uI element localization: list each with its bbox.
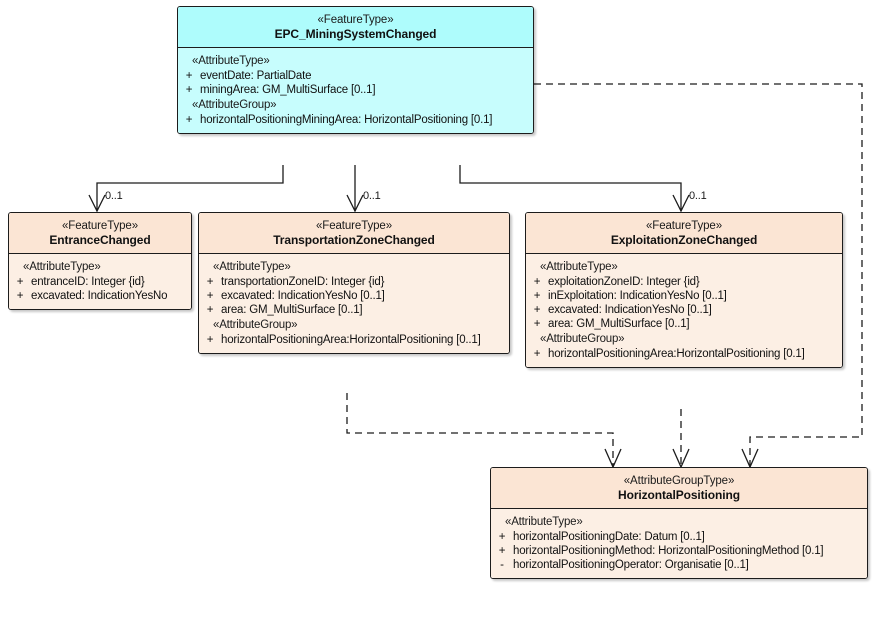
class-name: HorizontalPositioning — [618, 488, 740, 503]
attribute-text: excavated: IndicationYesNo — [31, 290, 168, 303]
attribute-visibility: + — [16, 276, 24, 289]
class-body-transportationzonechanged: «AttributeType» + transportationZoneID: … — [199, 254, 509, 354]
attribute-text: transportationZoneID: Integer {id} — [221, 276, 385, 289]
multiplicity-label-exploitation: 0..1 — [689, 190, 707, 202]
attribute-row[interactable]: + horizontalPositioningMethod: Horizonta… — [491, 544, 867, 558]
attribute-row[interactable]: + excavated: IndicationYesNo — [9, 289, 191, 303]
attribute-visibility: + — [185, 84, 193, 97]
attribute-visibility: + — [206, 290, 214, 303]
connector-mining-to-exploitation — [459, 165, 690, 213]
class-body-exploitationzonechanged: «AttributeType» + exploitationZoneID: In… — [526, 254, 842, 368]
connector-transportation-to-horizontalpositioning — [346, 393, 622, 469]
attribute-visibility: + — [185, 70, 193, 83]
class-stereotype: «FeatureType» — [317, 14, 394, 26]
attribute-row[interactable]: + entranceID: Integer {id} — [9, 275, 191, 289]
attribute-visibility: + — [185, 114, 193, 127]
attribute-row[interactable]: + horizontalPositioningMiningArea: Horiz… — [178, 113, 533, 127]
connector-mining-to-transportation — [346, 165, 364, 213]
attribute-row[interactable]: + miningArea: GM_MultiSurface [0..1] — [178, 83, 533, 97]
class-box-epc-miningsystemchanged[interactable]: «FeatureType» EPC_MiningSystemChanged «A… — [177, 6, 534, 135]
attribute-row[interactable]: + area: GM_MultiSurface [0..1] — [199, 303, 509, 317]
attribute-visibility: + — [206, 276, 214, 289]
class-header-epc-miningsystemchanged: «FeatureType» EPC_MiningSystemChanged — [178, 7, 533, 49]
class-box-exploitationzonechanged[interactable]: «FeatureType» ExploitationZoneChanged «A… — [525, 212, 843, 369]
attribute-text: inExploitation: IndicationYesNo [0..1] — [548, 290, 727, 303]
class-header-transportationzonechanged: «FeatureType» TransportationZoneChanged — [199, 213, 509, 255]
attribute-text: exploitationZoneID: Integer {id} — [548, 276, 700, 289]
multiplicity-label-transportation: 0..1 — [363, 190, 381, 202]
multiplicity-label-entrance: 0..1 — [105, 190, 123, 202]
class-name: EPC_MiningSystemChanged — [274, 27, 437, 42]
class-stereotype: «FeatureType» — [61, 220, 139, 232]
class-body-horizontalpositioning: «AttributeType» + horizontalPositioningD… — [491, 509, 867, 579]
attribute-visibility: + — [533, 276, 541, 289]
attribute-text: horizontalPositioningArea:HorizontalPosi… — [221, 334, 481, 347]
class-body-entrancechanged: «AttributeType» + entranceID: Integer {i… — [9, 254, 191, 310]
attribute-visibility: + — [533, 290, 541, 303]
attribute-visibility: + — [498, 531, 506, 544]
attribute-row[interactable]: + horizontalPositioningArea:HorizontalPo… — [199, 333, 509, 347]
class-header-entrancechanged: «FeatureType» EntranceChanged — [9, 213, 191, 255]
attribute-row[interactable]: + transportationZoneID: Integer {id} — [199, 275, 509, 289]
attribute-group-label: «AttributeGroup» — [213, 319, 298, 332]
attribute-group-label: «AttributeGroup» — [540, 333, 625, 346]
attribute-visibility: + — [533, 348, 541, 361]
class-stereotype: «FeatureType» — [315, 220, 393, 232]
attribute-row[interactable]: - horizontalPositioningOperator: Organis… — [491, 558, 867, 572]
attribute-group-label: «AttributeType» — [540, 261, 618, 274]
attribute-visibility: + — [533, 304, 541, 317]
attribute-text: horizontalPositioningArea:HorizontalPosi… — [548, 348, 805, 361]
class-stereotype: «FeatureType» — [645, 220, 723, 232]
attribute-visibility: + — [16, 290, 24, 303]
class-box-horizontalpositioning[interactable]: «AttributeGroupType» HorizontalPositioni… — [490, 467, 868, 580]
class-name: EntranceChanged — [49, 233, 151, 248]
connector-mining-to-entrance — [88, 165, 284, 213]
attribute-row[interactable]: + area: GM_MultiSurface [0..1] — [526, 317, 842, 331]
attribute-visibility: + — [498, 545, 506, 558]
class-name: TransportationZoneChanged — [273, 233, 435, 248]
class-header-horizontalpositioning: «AttributeGroupType» HorizontalPositioni… — [491, 468, 867, 510]
attribute-row[interactable]: + exploitationZoneID: Integer {id} — [526, 275, 842, 289]
attribute-group-label: «AttributeType» — [213, 261, 291, 274]
attribute-group-label: «AttributeType» — [505, 516, 583, 529]
attribute-visibility: + — [206, 304, 214, 317]
attribute-visibility: + — [206, 334, 214, 347]
attribute-row[interactable]: + eventDate: PartialDate — [178, 69, 533, 83]
attribute-row[interactable]: + horizontalPositioningDate: Datum [0..1… — [491, 530, 867, 544]
attribute-visibility: + — [533, 318, 541, 331]
class-name: ExploitationZoneChanged — [610, 233, 758, 248]
attribute-group-label: «AttributeType» — [23, 261, 101, 274]
attribute-row[interactable]: + excavated: IndicationYesNo [0..1] — [199, 289, 509, 303]
class-stereotype: «AttributeGroupType» — [623, 475, 735, 487]
attribute-text: entranceID: Integer {id} — [31, 276, 145, 289]
class-body-epc-miningsystemchanged: «AttributeType» + eventDate: PartialDate… — [178, 48, 533, 134]
class-box-entrancechanged[interactable]: «FeatureType» EntranceChanged «Attribute… — [8, 212, 192, 311]
attribute-text: horizontalPositioningMethod: HorizontalP… — [513, 545, 824, 558]
attribute-text: area: GM_MultiSurface [0..1] — [221, 304, 363, 317]
attribute-group-label: «AttributeGroup» — [192, 99, 277, 112]
attribute-group-label: «AttributeType» — [192, 55, 270, 68]
attribute-text: area: GM_MultiSurface [0..1] — [548, 318, 690, 331]
attribute-row[interactable]: + inExploitation: IndicationYesNo [0..1] — [526, 289, 842, 303]
attribute-visibility: - — [500, 559, 504, 572]
attribute-text: excavated: IndicationYesNo [0..1] — [221, 290, 385, 303]
attribute-text: horizontalPositioningDate: Datum [0..1] — [513, 531, 705, 544]
attribute-row[interactable]: + excavated: IndicationYesNo [0..1] — [526, 303, 842, 317]
attribute-text: excavated: IndicationYesNo [0..1] — [548, 304, 712, 317]
class-header-exploitationzonechanged: «FeatureType» ExploitationZoneChanged — [526, 213, 842, 255]
attribute-text: miningArea: GM_MultiSurface [0..1] — [200, 84, 376, 97]
connector-exploitation-to-horizontalpositioning — [672, 409, 690, 469]
attribute-text: horizontalPositioningMiningArea: Horizon… — [200, 114, 493, 127]
attribute-row[interactable]: + horizontalPositioningArea:HorizontalPo… — [526, 347, 842, 361]
class-box-transportationzonechanged[interactable]: «FeatureType» TransportationZoneChanged … — [198, 212, 510, 355]
attribute-text: horizontalPositioningOperator: Organisat… — [513, 559, 749, 572]
attribute-text: eventDate: PartialDate — [200, 70, 312, 83]
